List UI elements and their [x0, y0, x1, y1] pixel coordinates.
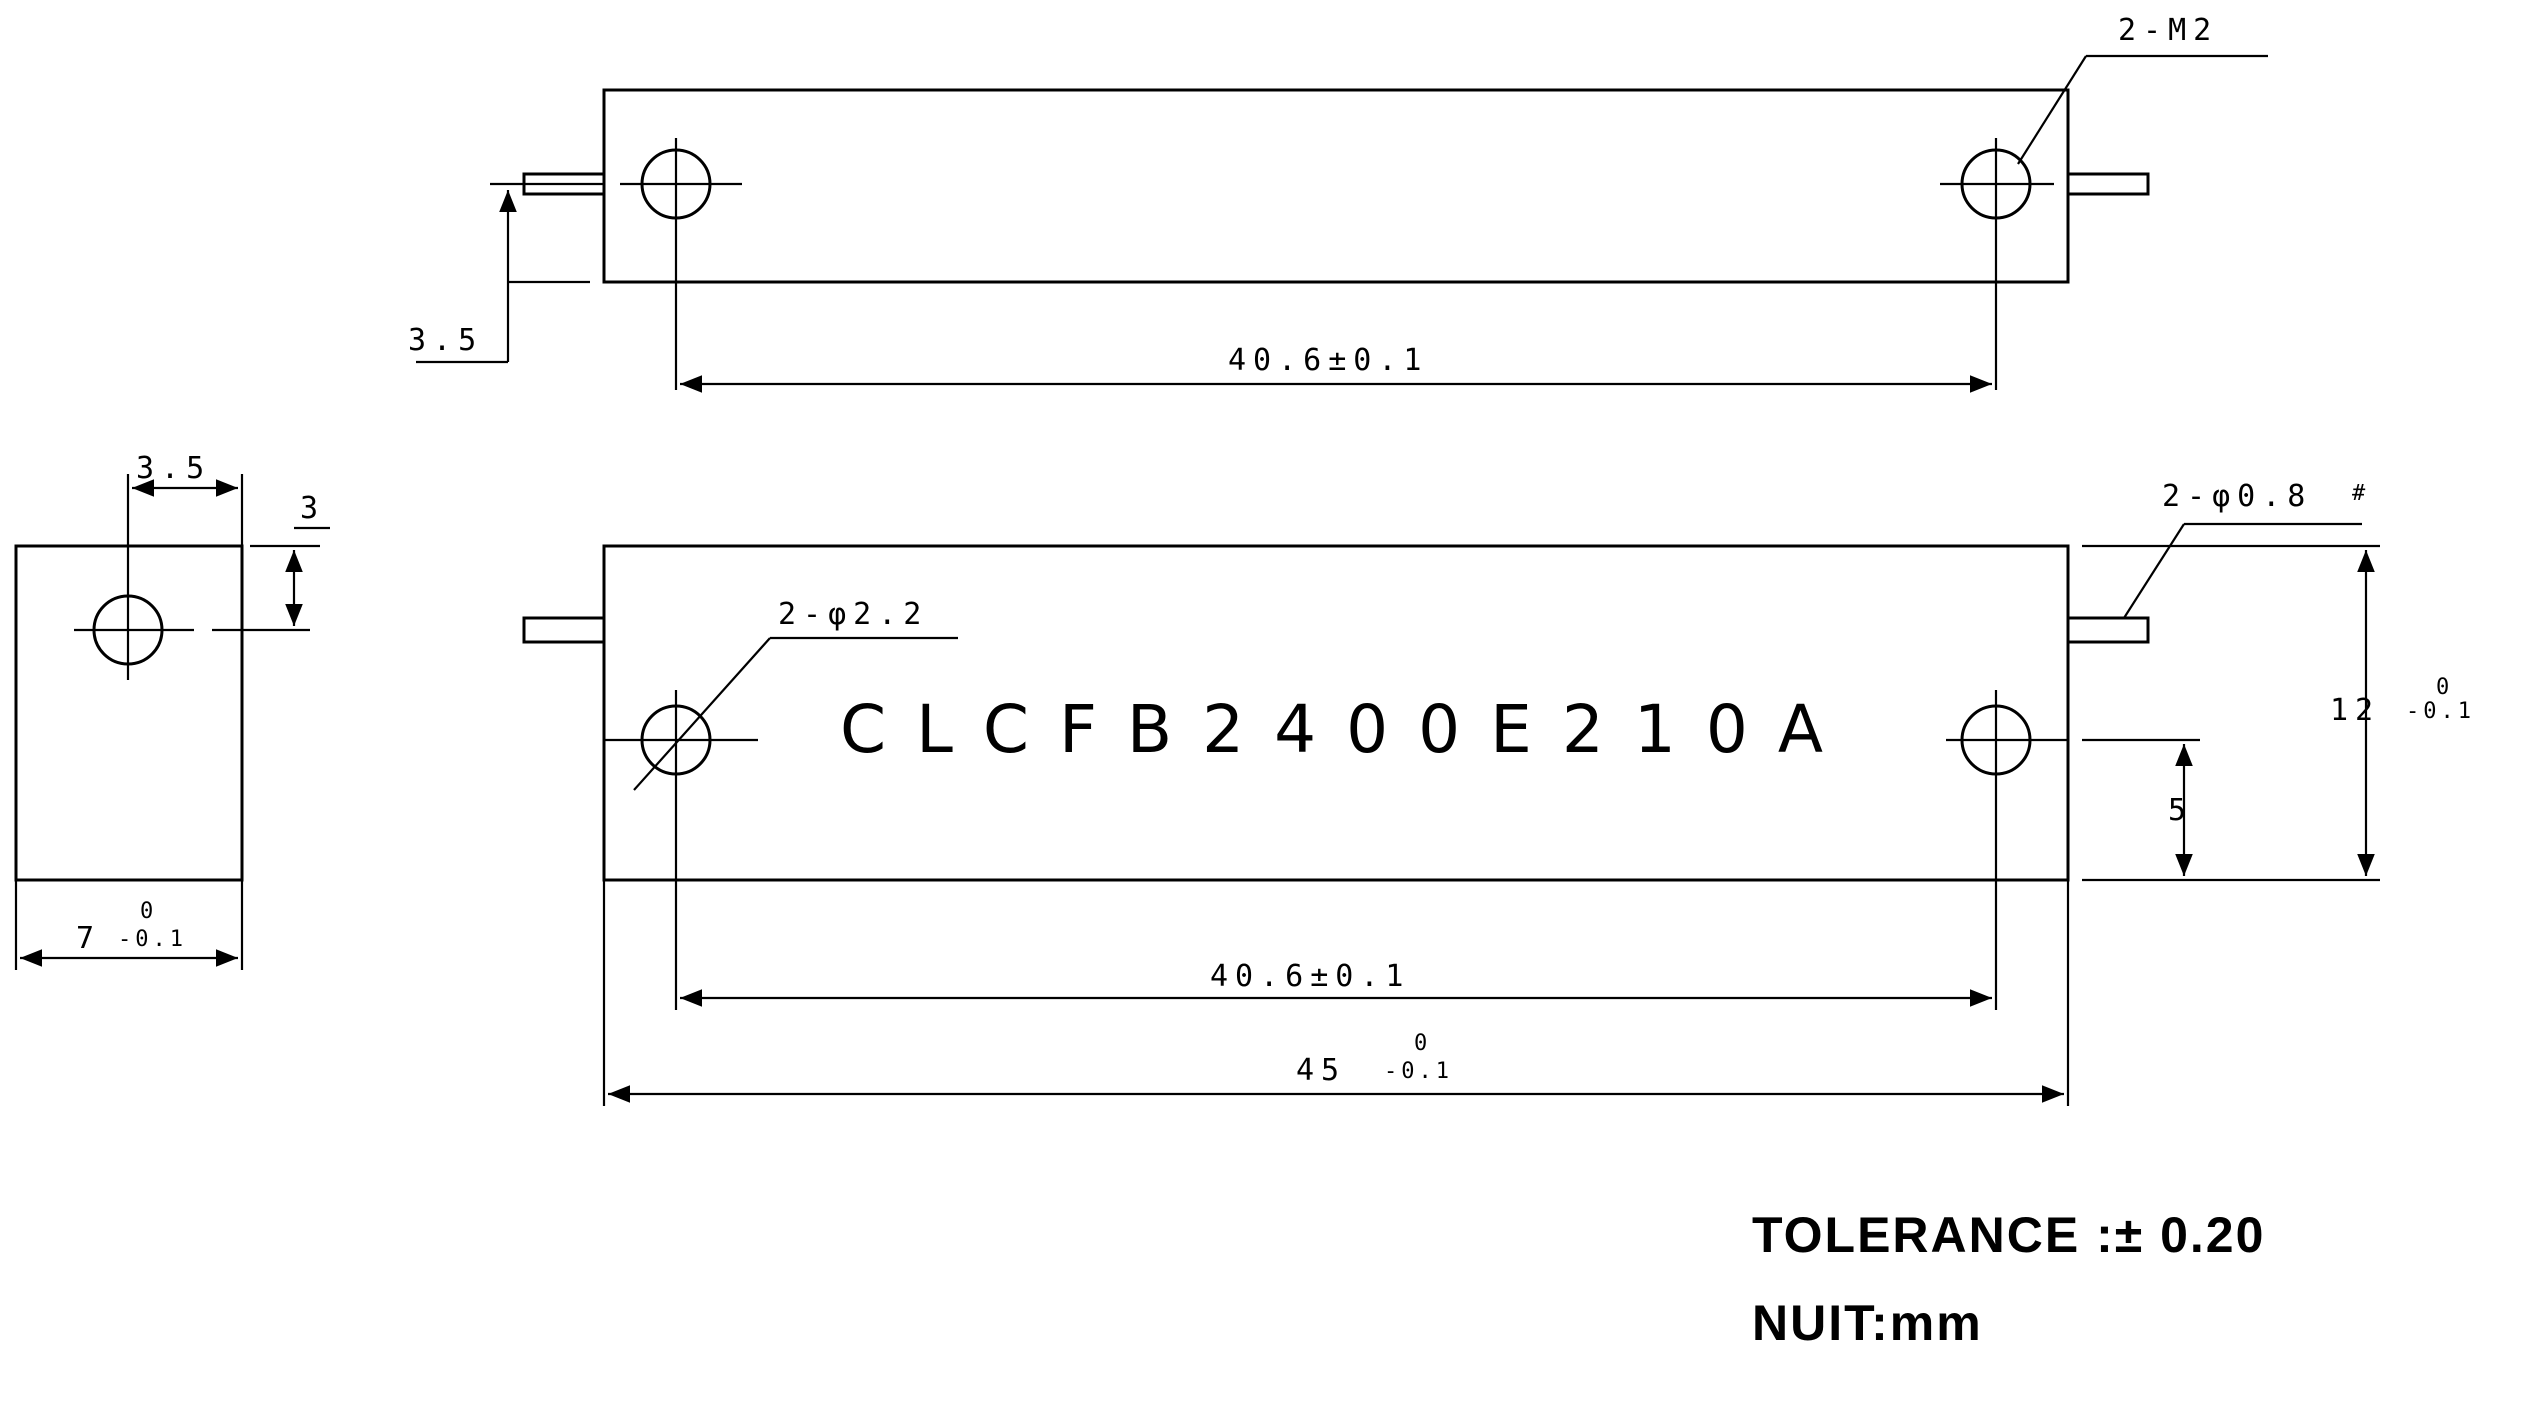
side-view: 3.5 3 7 0 -0.1 [14, 451, 330, 970]
front-hole-spacing-label: 40.6±0.1 [1210, 959, 1411, 994]
side-pin [74, 578, 194, 680]
front-height-tol-upper: 0 [2436, 675, 2453, 700]
top-body-outline [602, 88, 2070, 284]
top-left-hole [620, 138, 742, 232]
front-pin-height-dimension: 5 [2082, 738, 2200, 876]
front-length-tol-upper: 0 [1414, 1031, 1431, 1056]
top-right-hole [1940, 138, 2054, 232]
top-hole-spacing-dimension: 40.6±0.1 [674, 232, 1998, 393]
part-number: CLCFB2400E210A [840, 691, 1853, 768]
top-pin-offset-dimension: 3.5 [408, 182, 604, 364]
side-width-tol-lower: -0.1 [118, 927, 187, 952]
front-pin-callout: 2-φ0.8 # [2123, 479, 2369, 619]
front-view: CLCFB2400E210A 2-φ2.2 2-φ0.8 # 12 0 -0.1 [522, 479, 2475, 1106]
front-right-pin [2066, 616, 2150, 644]
side-width-label: 7 [76, 921, 101, 956]
front-right-hole [1946, 690, 2068, 790]
front-length-label: 45 [1296, 1053, 1346, 1088]
side-pin-height-dimension: 3 [250, 491, 330, 626]
front-hole-callout: 2-φ2.2 [633, 597, 958, 791]
side-width-tol-upper: 0 [140, 899, 157, 924]
front-pin-mark: # [2352, 481, 2369, 506]
front-length-tol-lower: -0.1 [1384, 1059, 1453, 1084]
front-height-label: 12 [2330, 693, 2380, 728]
top-hole-spacing-label: 40.6±0.1 [1228, 343, 1429, 378]
front-left-hole [604, 690, 758, 790]
top-view: 2-M2 3.5 40.6±0.1 [408, 13, 2268, 393]
notes: TOLERANCE :± 0.20 NUIT:mm [1752, 1207, 2265, 1351]
top-right-pin [2066, 172, 2150, 196]
front-hole-label: 2-φ2.2 [778, 597, 928, 632]
front-left-pin [522, 616, 606, 644]
front-height-dimension: 12 0 -0.1 [2082, 544, 2475, 882]
mount-hole-label: 2-M2 [2118, 13, 2218, 48]
front-length-dimension: 45 0 -0.1 [602, 880, 2070, 1106]
side-width-dimension: 7 0 -0.1 [14, 880, 244, 970]
side-pin-offset-label: 3.5 [136, 451, 211, 486]
unit-note: NUIT:mm [1752, 1295, 1983, 1351]
tolerance-note: TOLERANCE :± 0.20 [1752, 1207, 2265, 1263]
front-pin-label: 2-φ0.8 [2162, 479, 2312, 514]
mount-hole-callout: 2-M2 [2017, 13, 2268, 165]
front-body-outline [602, 544, 2070, 882]
front-pin-height-label: 5 [2168, 793, 2193, 828]
front-height-tol-lower: -0.1 [2406, 699, 2475, 724]
side-pin-offset-dimension: 3.5 [126, 451, 244, 578]
top-pin-offset-label: 3.5 [408, 323, 483, 358]
front-hole-spacing-dimension: 40.6±0.1 [674, 790, 1998, 1010]
side-pin-height-label: 3 [300, 491, 325, 526]
